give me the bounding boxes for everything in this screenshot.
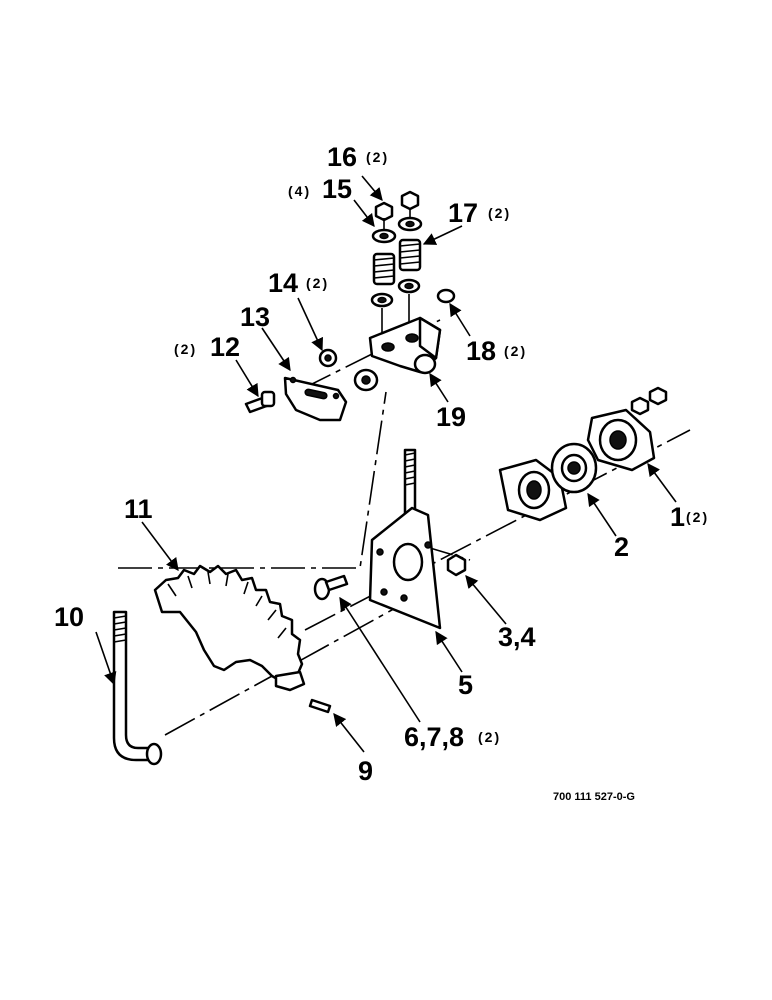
spring-stack-right [397,190,423,294]
drawing-code: 700 111 527-0-G [553,791,635,803]
nut-3-4 [446,553,467,577]
label-5: 5 [458,670,473,700]
qty-18: (2) [504,343,527,359]
qty-17: (2) [488,205,511,221]
label-14: 14 [268,268,298,298]
spacer-14 [318,348,379,392]
label-11: 11 [124,494,153,524]
plate-5 [368,506,442,630]
pin-9 [308,698,332,714]
bolt-12 [244,390,276,414]
nut-18 [436,288,456,304]
label-16: 16 [327,142,357,172]
j-rod-10 [112,610,163,766]
label-19: 19 [436,402,466,432]
qty-15: (4) [288,183,311,199]
label-9: 9 [358,756,373,786]
bearing-2 [550,442,598,494]
label-12: 12 [210,332,240,362]
label-1: 1 [670,502,685,532]
label-15: 15 [322,174,352,204]
label-6-7-8: 6,7,8 [404,722,464,752]
label-10: 10 [54,602,84,632]
qty-1: (2) [686,509,709,525]
spring-stack-left [370,201,397,308]
qty-6-7-8: (2) [478,729,501,745]
qty-12: (2) [174,341,197,357]
flange-nuts [630,386,668,416]
label-18: 18 [466,336,496,366]
bracket-19 [368,316,442,375]
label-2: 2 [614,532,629,562]
qty-16: (2) [366,149,389,165]
gear-segment-11 [153,564,306,692]
flange-left [498,458,568,522]
label-13: 13 [240,302,270,332]
qty-14: (2) [306,275,329,291]
label-17: 17 [448,198,478,228]
part-labels: 16 (2) (4) 15 17 (2) 14 (2) 13 (2) 12 18… [54,142,709,803]
bolt-6-7-8 [313,574,349,601]
label-3-4: 3,4 [498,622,536,652]
plate-13 [283,376,348,422]
leader-arrows [95,175,677,753]
flange-right [586,408,656,472]
spring-bolts [381,294,410,335]
